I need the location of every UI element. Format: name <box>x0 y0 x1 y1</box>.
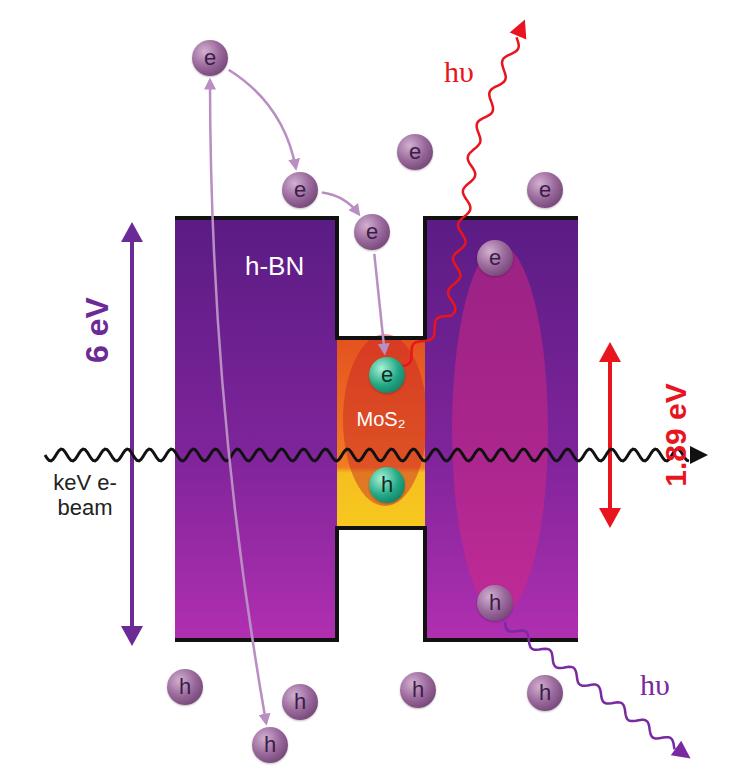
gap-arrow <box>130 236 134 632</box>
gap-arrow <box>608 356 612 514</box>
photon-label: hυ <box>444 55 474 90</box>
bandgap-value: 6 eV <box>79 297 116 363</box>
material-label: h-BN <box>245 252 304 282</box>
mos2-well: MoS₂ e h <box>337 338 425 528</box>
carrier-letter: h <box>381 474 393 496</box>
carrier-letter: e <box>294 179 306 201</box>
gap-arrowhead <box>121 626 143 646</box>
carrier-letter: h <box>294 691 306 713</box>
hbn-band <box>175 218 578 640</box>
carrier-letter: e <box>489 247 501 269</box>
carrier-path <box>322 193 359 215</box>
electron: e <box>397 134 433 170</box>
hole: h <box>477 585 513 621</box>
hole: h <box>167 669 203 705</box>
carrier-letter: e <box>381 364 393 386</box>
carrier-letter: h <box>539 682 551 704</box>
carrier-letter: e <box>366 221 378 243</box>
carrier-path <box>210 80 266 723</box>
electron-beam <box>45 449 689 461</box>
photon-purple <box>505 622 675 749</box>
carrier-letter: h <box>412 679 424 701</box>
hole: h <box>400 672 436 708</box>
carrier-letter: h <box>264 734 276 756</box>
carrier-letter: e <box>409 141 421 163</box>
photon-label: hυ <box>640 668 670 703</box>
carrier-letter: e <box>204 47 216 69</box>
electron: e <box>369 357 405 393</box>
electron: e <box>282 172 318 208</box>
electron: e <box>527 172 563 208</box>
carrier-letter: e <box>539 179 551 201</box>
hole: h <box>252 727 288 763</box>
electron-beam-head <box>690 446 708 464</box>
hbn-exciton <box>452 245 548 615</box>
gap-arrowhead <box>599 342 621 362</box>
hole: h <box>369 467 405 503</box>
gap-arrowhead <box>121 222 143 242</box>
electron: e <box>477 240 513 276</box>
carrier-letter: h <box>179 676 191 698</box>
photon-red-head <box>510 19 527 39</box>
electron: e <box>192 40 228 76</box>
beam-label: keV e-beam <box>38 470 132 521</box>
band-edge-bottom <box>175 528 578 640</box>
carrier-letter: h <box>489 592 501 614</box>
carrier-path <box>229 70 296 169</box>
photon-purple-head <box>671 741 691 759</box>
carrier-path <box>374 254 384 353</box>
electron: e <box>354 214 390 250</box>
hole: h <box>282 684 318 720</box>
gap-arrowhead <box>599 508 621 528</box>
hole: h <box>527 675 563 711</box>
photon-red <box>400 37 519 366</box>
bandgap-value: 1.89 eV <box>659 383 694 486</box>
material-label: MoS₂ <box>337 408 425 431</box>
